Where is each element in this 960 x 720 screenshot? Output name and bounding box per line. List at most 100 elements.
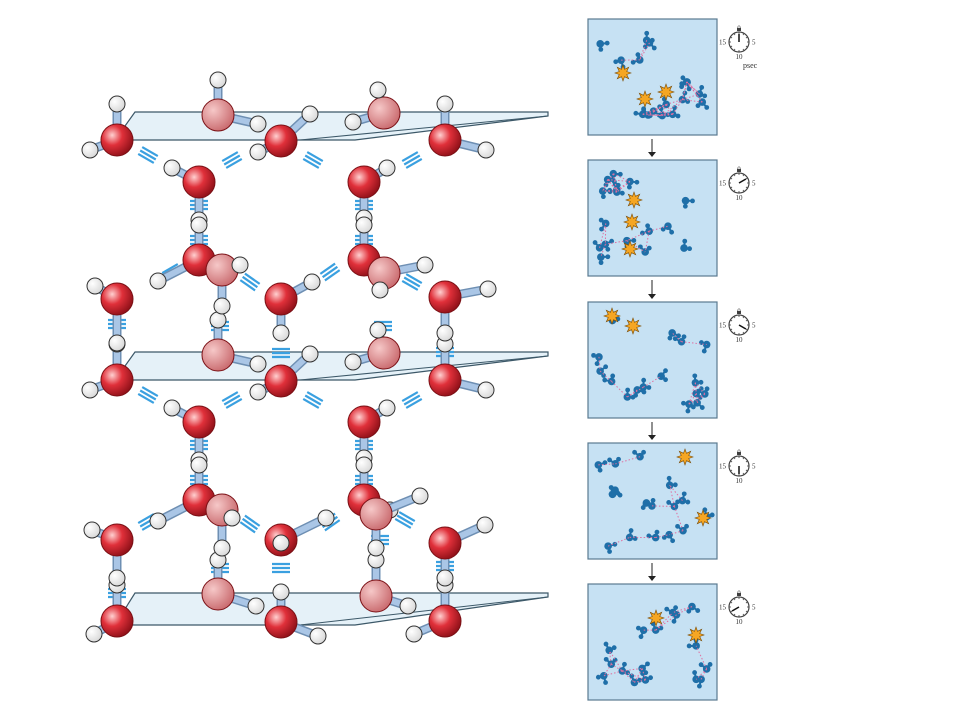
oxygen-atom: [367, 96, 401, 130]
hydrogen-bond: [608, 650, 612, 665]
hydrogen-atom: [190, 456, 208, 474]
oxygen-atom: [428, 604, 462, 638]
arrowhead: [648, 435, 656, 440]
hydrogen-atom: [272, 583, 290, 601]
oxygen-atom: [182, 405, 216, 439]
clock-tick-label: 15: [719, 604, 727, 612]
hydrogen-atom: [209, 311, 227, 329]
hydrogen-atom: [249, 143, 267, 161]
hydrogen-atom: [355, 216, 373, 234]
oxygen-atom: [428, 526, 462, 560]
clock-tick-label: 10: [736, 618, 744, 626]
bond-break-star: [657, 83, 675, 101]
water-molecule: [693, 399, 701, 407]
hydrogen-bond: [681, 81, 688, 100]
water-molecule: [678, 496, 687, 505]
hydrogen-bond: [626, 230, 650, 242]
oxygen-atom: [367, 336, 401, 370]
hydrogen-bond: [648, 114, 663, 117]
lattice-plane: [113, 592, 549, 626]
bond-break-star: [694, 509, 712, 527]
hydrogen-bond: [621, 670, 635, 683]
clock-tick-label: 10: [736, 477, 744, 485]
hydrogen-bond: [137, 146, 159, 164]
hydrogen-atom: [436, 95, 454, 113]
hydrogen-bond: [655, 614, 677, 631]
hydrogen-bond: [644, 231, 650, 253]
hydrogen-bond: [239, 514, 261, 534]
hydrogen-bond: [598, 463, 616, 466]
hydrogen-bond: [600, 244, 606, 258]
clock-tick-label: 0: [737, 449, 741, 457]
hydrogen-bond: [686, 81, 700, 95]
hydrogen-atom: [213, 539, 231, 557]
hydrogen-atom: [108, 569, 126, 587]
hydrogen-atom: [149, 272, 167, 290]
water-molecule: [680, 244, 688, 252]
hydrogen-bond: [401, 273, 423, 291]
hydrogen-bond: [682, 93, 700, 101]
oxygen-atom: [100, 363, 134, 397]
oxygen-atom: [428, 363, 462, 397]
hydrogen-atom: [249, 355, 267, 373]
hydrogen-atom: [83, 521, 101, 539]
clock-tick-label: 10: [736, 336, 744, 344]
hydrogen-bond: [394, 511, 416, 529]
oxygen-atom: [100, 282, 134, 316]
stopwatch-hand: [738, 178, 747, 184]
clock-tick-label: 5: [752, 463, 756, 471]
oxygen-atom: [201, 577, 235, 611]
hydrogen-atom: [163, 399, 181, 417]
hydrogen-bond: [633, 668, 643, 683]
water-molecule: [685, 400, 693, 408]
plane-edge: [299, 115, 549, 141]
oxygen-atom: [201, 338, 235, 372]
hydrogen-bond: [137, 386, 159, 404]
clock-tick-label: 0: [737, 166, 741, 174]
oxygen-atom: [347, 165, 381, 199]
hydrogen-bond: [613, 173, 631, 183]
hydrogen-bond: [302, 391, 324, 409]
hydrogen-bond: [603, 663, 612, 677]
hydrogen-bond: [272, 347, 290, 359]
hydrogen-bond: [599, 370, 612, 382]
hydrogen-bond: [605, 240, 627, 245]
hydrogen-atom: [213, 297, 231, 315]
hydrogen-atom: [272, 324, 290, 342]
hydrogen-bond: [319, 262, 341, 282]
hydrogen-atom: [477, 141, 495, 159]
bond-break-star: [676, 448, 694, 466]
hydrogen-bond: [666, 99, 683, 105]
hydrogen-bond: [695, 382, 706, 395]
clock-tick-label: 5: [752, 39, 756, 47]
arrowhead: [648, 294, 656, 299]
hydrogen-atom: [411, 487, 429, 505]
hydrogen-bond: [651, 505, 675, 507]
hydrogen-bond: [272, 562, 290, 574]
water-molecule: [664, 222, 672, 231]
hydrogen-atom: [378, 399, 396, 417]
clock-tick-label: 5: [752, 322, 756, 330]
lattice-planes: [113, 111, 549, 626]
hydrogen-bond: [695, 668, 708, 680]
hydrogen-atom: [86, 277, 104, 295]
hydrogen-bond: [607, 179, 618, 193]
hydrogen-atom: [108, 334, 126, 352]
bond-break-star: [623, 213, 641, 231]
hydrogen-atom: [477, 381, 495, 399]
hydrogen-atom: [249, 115, 267, 133]
arrowhead: [648, 152, 656, 157]
hydrogen-atom: [272, 534, 290, 552]
hydrogen-bond: [655, 534, 670, 539]
clock-tick-label: 5: [752, 180, 756, 188]
clock-tick-label: 10: [736, 194, 744, 202]
hydrogen-atom: [355, 456, 373, 474]
hydrogen-bond: [655, 612, 674, 631]
hydrogen-atom: [476, 516, 494, 534]
stopwatch-hand: [731, 606, 740, 612]
